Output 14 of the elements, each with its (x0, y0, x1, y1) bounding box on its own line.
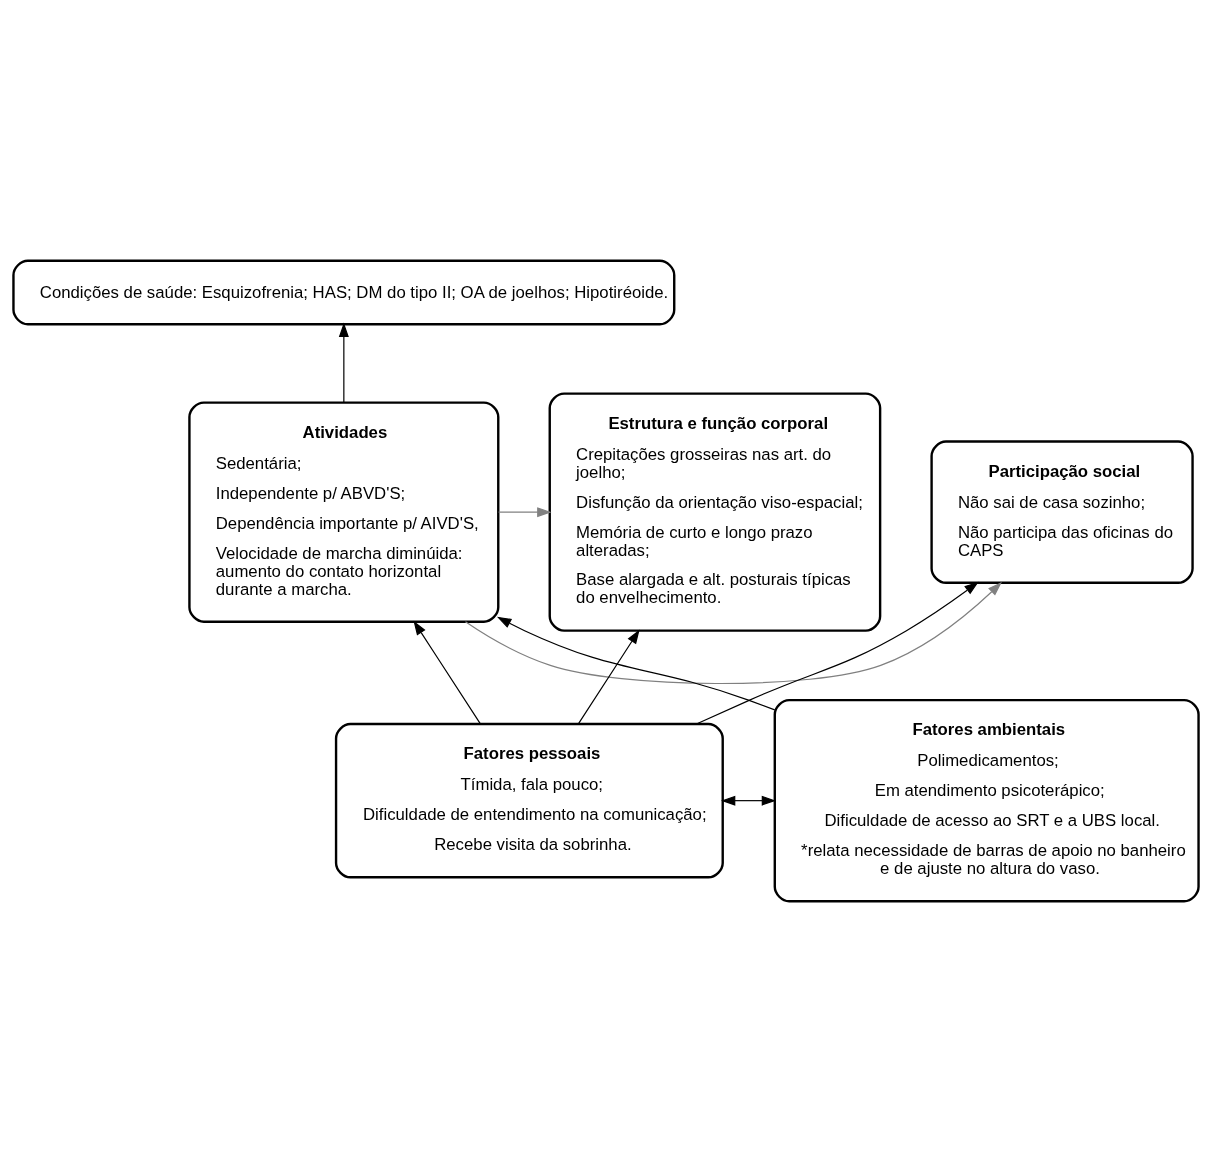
arrow (498, 507, 552, 518)
arrow (464, 581, 1002, 685)
arrow (338, 322, 349, 403)
arrow (577, 629, 640, 725)
node-box: Condições de saúde: Esquizofrenia; HAS; DM do tipo II; OA de joelhos; Hipotiréoide. (12, 259, 676, 326)
arrow (695, 581, 979, 725)
arrow (413, 620, 481, 725)
node-box: Participação social Não sai de casa sozinho; Não participa das oficinas do CAPS (930, 440, 1194, 584)
node-box: Atividades Sedentária; Independente p/ ABVD'S; Dependência importante p/ AIVD'S, Velocidade de marcha diminúida: aumento do contato horizontal durante a marcha. (188, 401, 500, 623)
arrow (496, 616, 776, 711)
node-box: Fatores ambientais Polimedicamentos; Em atendimento psicoterápico; Dificuldade de acesso ao SRT e a UBS local. *relata necessidade de barras de apoio no banheiro e de ajuste no altura do vaso. (773, 698, 1200, 903)
arrow (720, 795, 777, 806)
node-box: Estrutura e função corporal Crepitações grosseiras nas art. do joelho; Disfunção da orientação viso-espacial; Memória de curto e longo prazo alteradas; Base alargada e alt. posturais típicas do envelhecimento. (548, 392, 882, 632)
node-box: Fatores pessoais Tímida, fala pouco; Dificuldade de entendimento na comunicação; Recebe visita da sobrinha. (334, 722, 724, 879)
